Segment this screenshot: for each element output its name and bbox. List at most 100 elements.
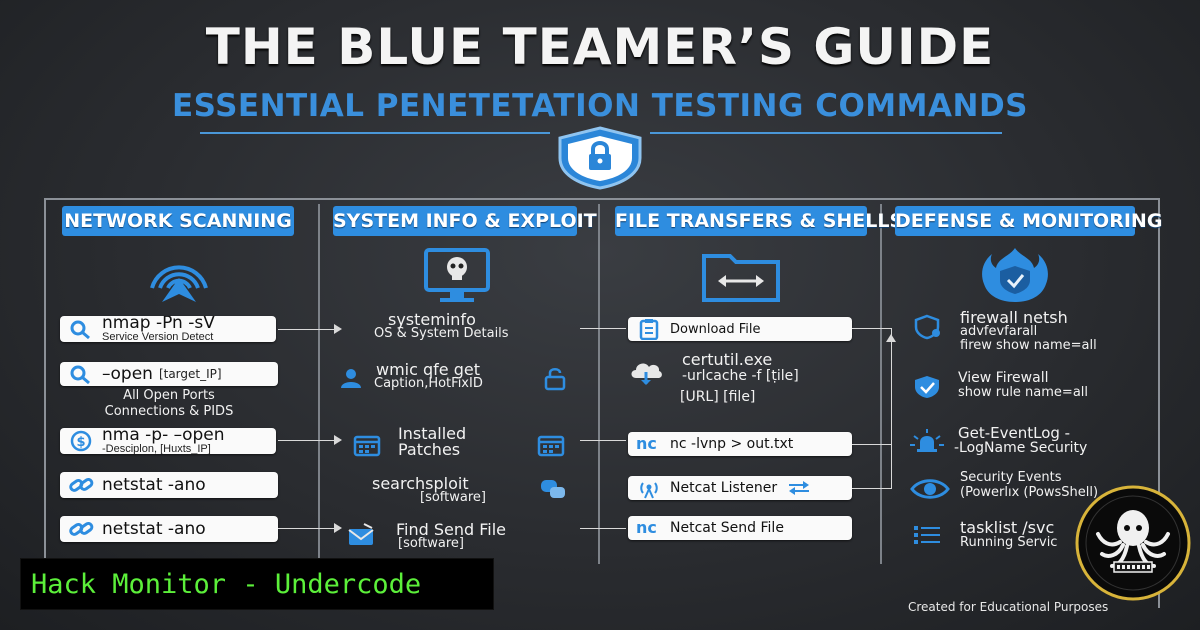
alarm-light-icon [910, 429, 944, 452]
arrow-right-icon [334, 523, 342, 533]
cmd-netcat-listener[interactable]: Netcat Listener [628, 476, 852, 500]
shield-flame-icon [982, 248, 1048, 302]
search-icon [70, 320, 90, 340]
connector-line [580, 440, 626, 441]
heading-defense-monitoring: DEFENSE & MONITORING [895, 206, 1162, 236]
heading-file-transfers: FILE TRANSFERS & SHELLS [615, 206, 903, 236]
cmd-note: Connections & PIDS [104, 404, 234, 419]
calendar-icon [353, 435, 381, 457]
connector-line [852, 328, 892, 329]
octopus-logo-icon [1075, 485, 1191, 601]
cmd-text: –open [102, 364, 153, 384]
monitor-skull-icon [424, 248, 490, 302]
header-rule-right [650, 132, 1002, 134]
connector-line [852, 488, 892, 489]
cmd-wmic: wmic qfe get [376, 360, 480, 379]
cmd-searchsploit: searchsploit [372, 474, 469, 493]
brand-banner: Hack Monitor - Undercode [20, 558, 494, 610]
connector-line [852, 444, 892, 445]
cmd-text: Netcat Send File [670, 520, 784, 536]
content-frame [44, 198, 1160, 608]
calendar-icon [537, 435, 565, 457]
user-icon [341, 369, 361, 388]
cmd-text: netstat -ano [102, 519, 206, 539]
cmd-view-firewall: View Firewall [958, 370, 1049, 386]
cmd-note: All Open Ports [123, 388, 215, 403]
shield-gear-icon [914, 314, 940, 340]
cmd-firewall-netsh: firewall netsh [960, 308, 1068, 327]
dollar-icon: $ [70, 430, 92, 452]
page-title: THE BLUE TEAMER’S GUIDE [205, 18, 995, 76]
column-divider [598, 204, 600, 564]
footer-note: Created for Educational Purposes [908, 600, 1109, 614]
cmd-security-events: Security Events [960, 470, 1062, 485]
arrow-right-icon [334, 324, 342, 334]
cmd-tasklist: tasklist /svc [960, 518, 1055, 537]
radar-icon [150, 265, 208, 302]
search-icon [70, 365, 90, 385]
cmd-text: nma -p- –open [102, 428, 225, 445]
cmd-text: nmap -Pn -sV [102, 316, 215, 333]
cmd-patches: Patches [398, 440, 461, 459]
connector-line [278, 440, 334, 441]
cmd-find-send-file: Find Send File [396, 520, 507, 539]
header-rule-left [200, 132, 550, 134]
link-icon [69, 521, 94, 536]
unlock-icon [544, 368, 566, 391]
cmd-argument: (Powerlıx (PowsShell) [960, 485, 1099, 500]
cmd-argument: [software] [398, 536, 464, 551]
nc-icon: nc [636, 434, 657, 453]
cmd-download-file[interactable]: Download File [628, 317, 852, 341]
folder-transfer-icon [702, 254, 780, 302]
connector-line [278, 329, 334, 330]
cmd-installed: Installed [398, 424, 467, 443]
swap-arrows-icon [789, 481, 810, 495]
cmd-argument: Running Servic [960, 535, 1058, 550]
cmd-nmap-pn-sv[interactable]: nmap -Pn -sV Service Version Detect [60, 316, 276, 342]
cmd-argument: show rule name=all [958, 385, 1089, 400]
shield-lock-icon [558, 126, 642, 190]
cmd-text: netstat -ano [102, 475, 206, 495]
heading-network-scanning: NETWORK SCANNING [62, 206, 294, 236]
eye-icon [910, 479, 950, 499]
cmd-description: -Desciplon, [Huxts_IP] [102, 443, 211, 455]
list-icon [914, 526, 940, 544]
connector-line [580, 328, 626, 329]
column-divider [880, 204, 882, 564]
nc-icon: nc [636, 518, 657, 537]
cmd-argument: [software] [420, 490, 486, 505]
cmd-get-eventlog: Get-EventLog - [958, 424, 1071, 442]
connector-line [278, 528, 334, 529]
connector-line [580, 528, 626, 529]
cmd-nc-lvnp[interactable]: nc nc -lvnp > out.txt [628, 432, 852, 456]
connector-line [891, 328, 892, 488]
cmd-netstat-ano[interactable]: netstat -ano [60, 516, 278, 542]
cmd-open-target[interactable]: –open [target_IP] [60, 362, 278, 386]
cmd-text: Netcat Listener [670, 480, 778, 496]
cmd-argument: firew show name=all [960, 338, 1097, 353]
cmd-nma-p-open[interactable]: $ nma -p- –open -Desciplon, [Huxts_IP] [60, 428, 276, 454]
column-divider [318, 204, 320, 564]
cmd-text: nc -lvnp > out.txt [670, 436, 794, 452]
link-icon [69, 477, 94, 492]
cmd-netcat-send-file[interactable]: nc Netcat Send File [628, 516, 852, 540]
shield-check-icon [915, 376, 939, 398]
arrow-right-icon [334, 435, 342, 445]
cmd-netstat-ano[interactable]: netstat -ano [60, 472, 278, 498]
cloud-download-icon [631, 363, 662, 385]
cmd-systeminfo: systeminfo [388, 310, 476, 329]
chat-icon [541, 480, 565, 498]
arrow-up-icon [886, 334, 896, 342]
svg-text:$: $ [76, 435, 85, 450]
antenna-icon [640, 482, 658, 499]
cmd-argument: -urlcache -f [ṭile] [682, 368, 799, 384]
cmd-argument: advfevfarall [960, 324, 1038, 339]
cmd-argument: [target_IP] [158, 367, 222, 381]
cmd-certutil: certutil.exe [682, 350, 773, 369]
page-subtitle: ESSENTIAL PENETETATION TESTING COMMANDS [171, 88, 1028, 124]
cmd-description: Service Version Detect [102, 331, 214, 343]
cmd-text: Download File [670, 321, 761, 337]
cmd-argument: -LogName Security [954, 440, 1088, 456]
cmd-description: Caption,HotFixID [374, 376, 483, 391]
cmd-argument: [URL] [file] [680, 389, 756, 405]
